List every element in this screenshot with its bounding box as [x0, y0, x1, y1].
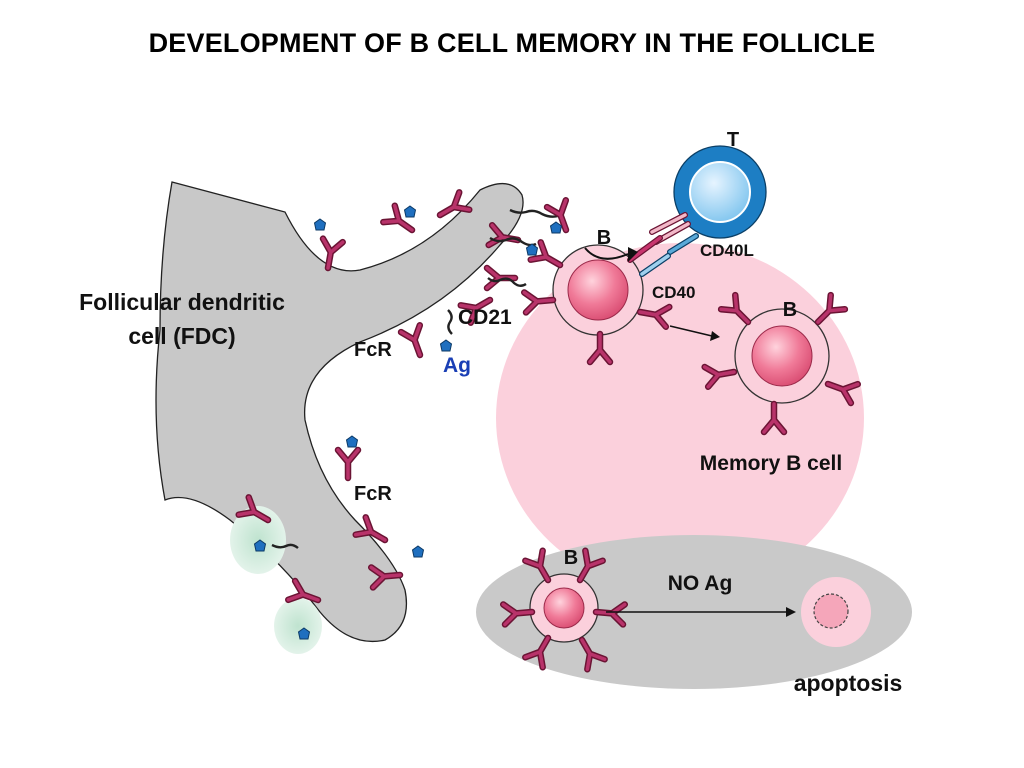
- cd40l-label: CD40L: [700, 241, 754, 260]
- interaction-arrow: [584, 247, 629, 260]
- b-cell-no-antigen: [529, 573, 599, 643]
- fcr-label-lower: FcR: [354, 483, 392, 505]
- arrow-head: [786, 607, 796, 617]
- cd40-label: CD40: [652, 283, 695, 302]
- cd21-link: [447, 309, 453, 335]
- t-cell: [673, 145, 767, 239]
- b-no-ag-label: B: [564, 547, 578, 569]
- cd40l-ligand: [668, 234, 698, 254]
- cd21-link: [271, 543, 299, 549]
- page-title: DEVELOPMENT OF B CELL MEMORY IN THE FOLL…: [148, 28, 876, 58]
- antigen-icon: [346, 435, 358, 448]
- memory-b-cell-label: Memory B cell: [700, 452, 842, 475]
- b-cell-label: B: [597, 227, 611, 249]
- t-cell-label: T: [727, 129, 739, 151]
- differentiation-arrow: [669, 325, 713, 337]
- antigen-icon: [550, 221, 562, 234]
- cd21-link: [509, 208, 559, 218]
- mhc-molecule: [628, 236, 662, 262]
- antigen-glow: [274, 598, 322, 654]
- cd21-link: [489, 236, 537, 247]
- antigen-icon: [440, 339, 452, 352]
- fdc-antibody: [487, 268, 515, 288]
- antigen-glow: [230, 506, 286, 574]
- arrow-head: [710, 331, 720, 341]
- no-ag-label: NO Ag: [668, 572, 733, 595]
- cd40-receptor: [640, 254, 670, 276]
- antigen-icon: [412, 545, 424, 558]
- antigen-icon: [404, 205, 416, 218]
- cd21-label: CD21: [458, 306, 512, 329]
- cd21-link: [487, 277, 527, 287]
- apoptotic-cell: [801, 577, 871, 647]
- ag-label: Ag: [443, 354, 471, 377]
- arrow-head: [628, 247, 638, 262]
- apoptosis-label: apoptosis: [794, 670, 903, 696]
- antigen-icon: [314, 218, 326, 231]
- fdc-antibody: [401, 325, 429, 358]
- memory-b-cell: [734, 308, 830, 404]
- fdc-antibody: [338, 450, 358, 478]
- fdc-label-line1: Follicular dendritic: [79, 289, 285, 315]
- fdc-body: [155, 181, 524, 643]
- fdc-label-line2: cell (FDC): [128, 323, 235, 349]
- b-cell-activated: [552, 244, 644, 336]
- memory-b-label: B: [783, 299, 797, 321]
- fcr-label-upper: FcR: [354, 339, 392, 361]
